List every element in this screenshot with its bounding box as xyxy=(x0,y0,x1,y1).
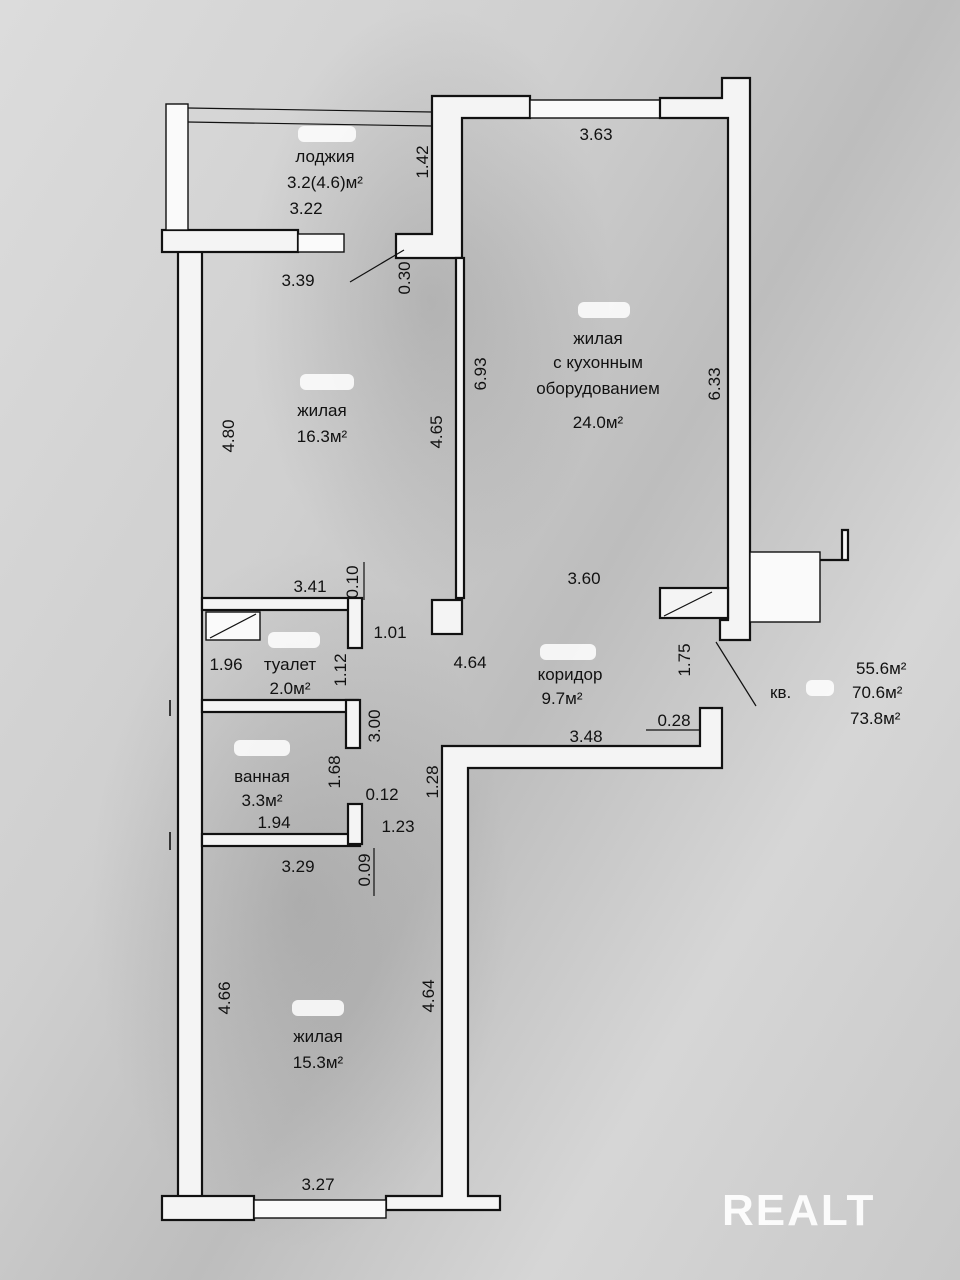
dim-4-66: 4.66 xyxy=(215,981,234,1014)
dim-0-10: 0.10 xyxy=(343,565,362,598)
loggia-name: лоджия xyxy=(295,147,354,166)
total-with-loggia: 73.8м² xyxy=(850,709,901,728)
dim-3-63: 3.63 xyxy=(579,125,612,144)
total-area: 70.6м² xyxy=(852,683,903,702)
dim-4-64-corridor: 4.64 xyxy=(453,653,486,672)
toilet-bath-wall xyxy=(200,698,360,714)
dim-1-68: 1.68 xyxy=(325,755,344,788)
top-right-wall xyxy=(658,76,850,642)
dim-3-39: 3.39 xyxy=(281,271,314,290)
dim-1-75: 1.75 xyxy=(675,643,694,676)
bedroom1-name: жилая xyxy=(297,401,346,420)
left-outer-wall xyxy=(176,246,204,1200)
loggia-door-window xyxy=(297,233,345,253)
corridor-area: 9.7м² xyxy=(542,689,583,708)
dim-3-48: 3.48 xyxy=(569,727,602,746)
dim-1-94: 1.94 xyxy=(257,813,290,832)
toilet-door-jamb xyxy=(346,596,364,650)
corridor-name: коридор xyxy=(538,665,603,684)
corridor-bedroom2-wall xyxy=(384,706,724,1212)
dim-3-27: 3.27 xyxy=(301,1175,334,1194)
dim-1-96: 1.96 xyxy=(209,655,242,674)
bathroom-area: 3.3м² xyxy=(242,791,283,810)
dim-4-64-bedroom2: 4.64 xyxy=(419,979,438,1012)
partition-pillar xyxy=(430,598,464,636)
bedroom1-kitchen-partition xyxy=(454,256,466,600)
dim-0-28: 0.28 xyxy=(657,711,690,730)
redaction-bathroom xyxy=(234,740,290,756)
dim-1-23: 1.23 xyxy=(381,817,414,836)
bath-door-jamb xyxy=(344,698,362,750)
kitchen-line3: оборудованием xyxy=(536,379,660,398)
dim-3-00: 3.00 xyxy=(365,709,384,742)
bedroom2-name: жилая xyxy=(293,1027,342,1046)
dim-1-01: 1.01 xyxy=(373,623,406,642)
redaction-apartment-number xyxy=(806,680,834,696)
kitchen-area: 24.0м² xyxy=(573,413,624,432)
bedroom2-area: 15.3м² xyxy=(293,1053,344,1072)
dim-4-80: 4.80 xyxy=(219,419,238,452)
loggia-left-frame xyxy=(165,103,189,231)
dim-1-42: 1.42 xyxy=(413,145,432,178)
bedroom1-area: 16.3м² xyxy=(297,427,348,446)
dim-0-09: 0.09 xyxy=(355,853,374,886)
kitchen-line2: с кухонным xyxy=(553,353,643,372)
dim-4-65: 4.65 xyxy=(427,415,446,448)
realt-watermark-logo: REALT xyxy=(722,1186,876,1235)
living-area: 55.6м² xyxy=(856,659,907,678)
dim-0-30: 0.30 xyxy=(395,261,414,294)
dim-3-22: 3.22 xyxy=(289,199,322,218)
bedroom1-toilet-wall xyxy=(200,596,354,612)
kitchen-line1: жилая xyxy=(573,329,622,348)
redaction-corridor xyxy=(540,644,596,660)
bathroom-name: ванная xyxy=(234,767,290,786)
dim-6-93: 6.93 xyxy=(471,357,490,390)
redaction-toilet xyxy=(268,632,320,648)
dim-1-28: 1.28 xyxy=(423,765,442,798)
loggia-area: 3.2(4.6)м² xyxy=(287,173,363,192)
bath-lower-jamb xyxy=(346,802,364,846)
bottom-left-wall-cap xyxy=(160,1194,256,1222)
dim-0-12: 0.12 xyxy=(365,785,398,804)
toilet-area: 2.0м² xyxy=(270,679,311,698)
toilet-name: туалет xyxy=(264,655,317,674)
redaction-loggia xyxy=(298,126,356,142)
redaction-bedroom1 xyxy=(300,374,354,390)
ventilation-box xyxy=(749,551,821,623)
apartment-label: кв. xyxy=(770,683,791,702)
dim-3-60: 3.60 xyxy=(567,569,600,588)
dim-6-33: 6.33 xyxy=(705,367,724,400)
bath-bedroom2-wall xyxy=(200,832,362,848)
dim-3-29: 3.29 xyxy=(281,857,314,876)
redaction-bedroom2 xyxy=(292,1000,344,1016)
dim-3-41: 3.41 xyxy=(293,577,326,596)
redaction-kitchen xyxy=(578,302,630,318)
kitchen-window xyxy=(529,99,661,119)
dim-1-12: 1.12 xyxy=(331,653,350,686)
bedroom2-window xyxy=(253,1199,387,1219)
loggia-bottom-wall xyxy=(160,228,300,254)
